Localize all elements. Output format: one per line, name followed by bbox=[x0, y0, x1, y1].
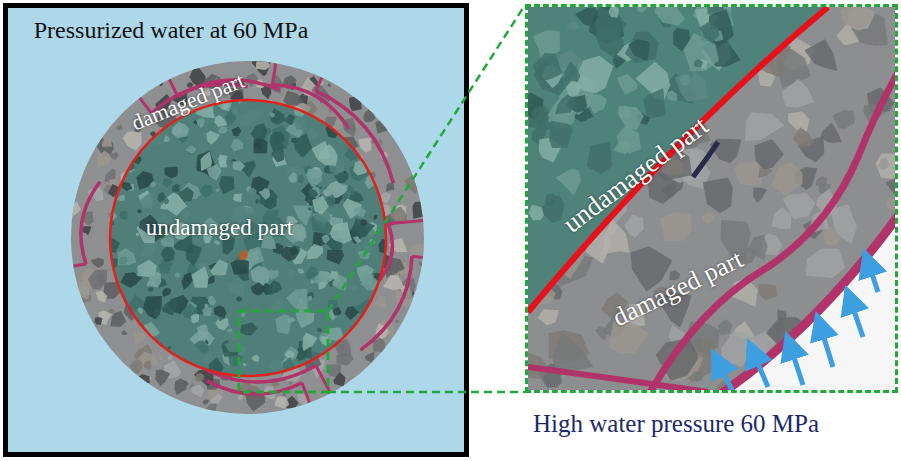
region-label: undamaged part bbox=[146, 215, 294, 240]
rock-specimen: damaged partundamaged part bbox=[70, 60, 425, 415]
chamber-title: Pressurized water at 60 MPa bbox=[34, 17, 309, 43]
undamaged-core: undamaged part bbox=[108, 98, 388, 378]
water-chamber: Pressurized water at 60 MPa damaged partu… bbox=[3, 3, 469, 457]
zoom-inset: undamaged partdamaged part bbox=[525, 4, 898, 393]
caption-label: High water pressure 60 MPa bbox=[533, 410, 819, 438]
